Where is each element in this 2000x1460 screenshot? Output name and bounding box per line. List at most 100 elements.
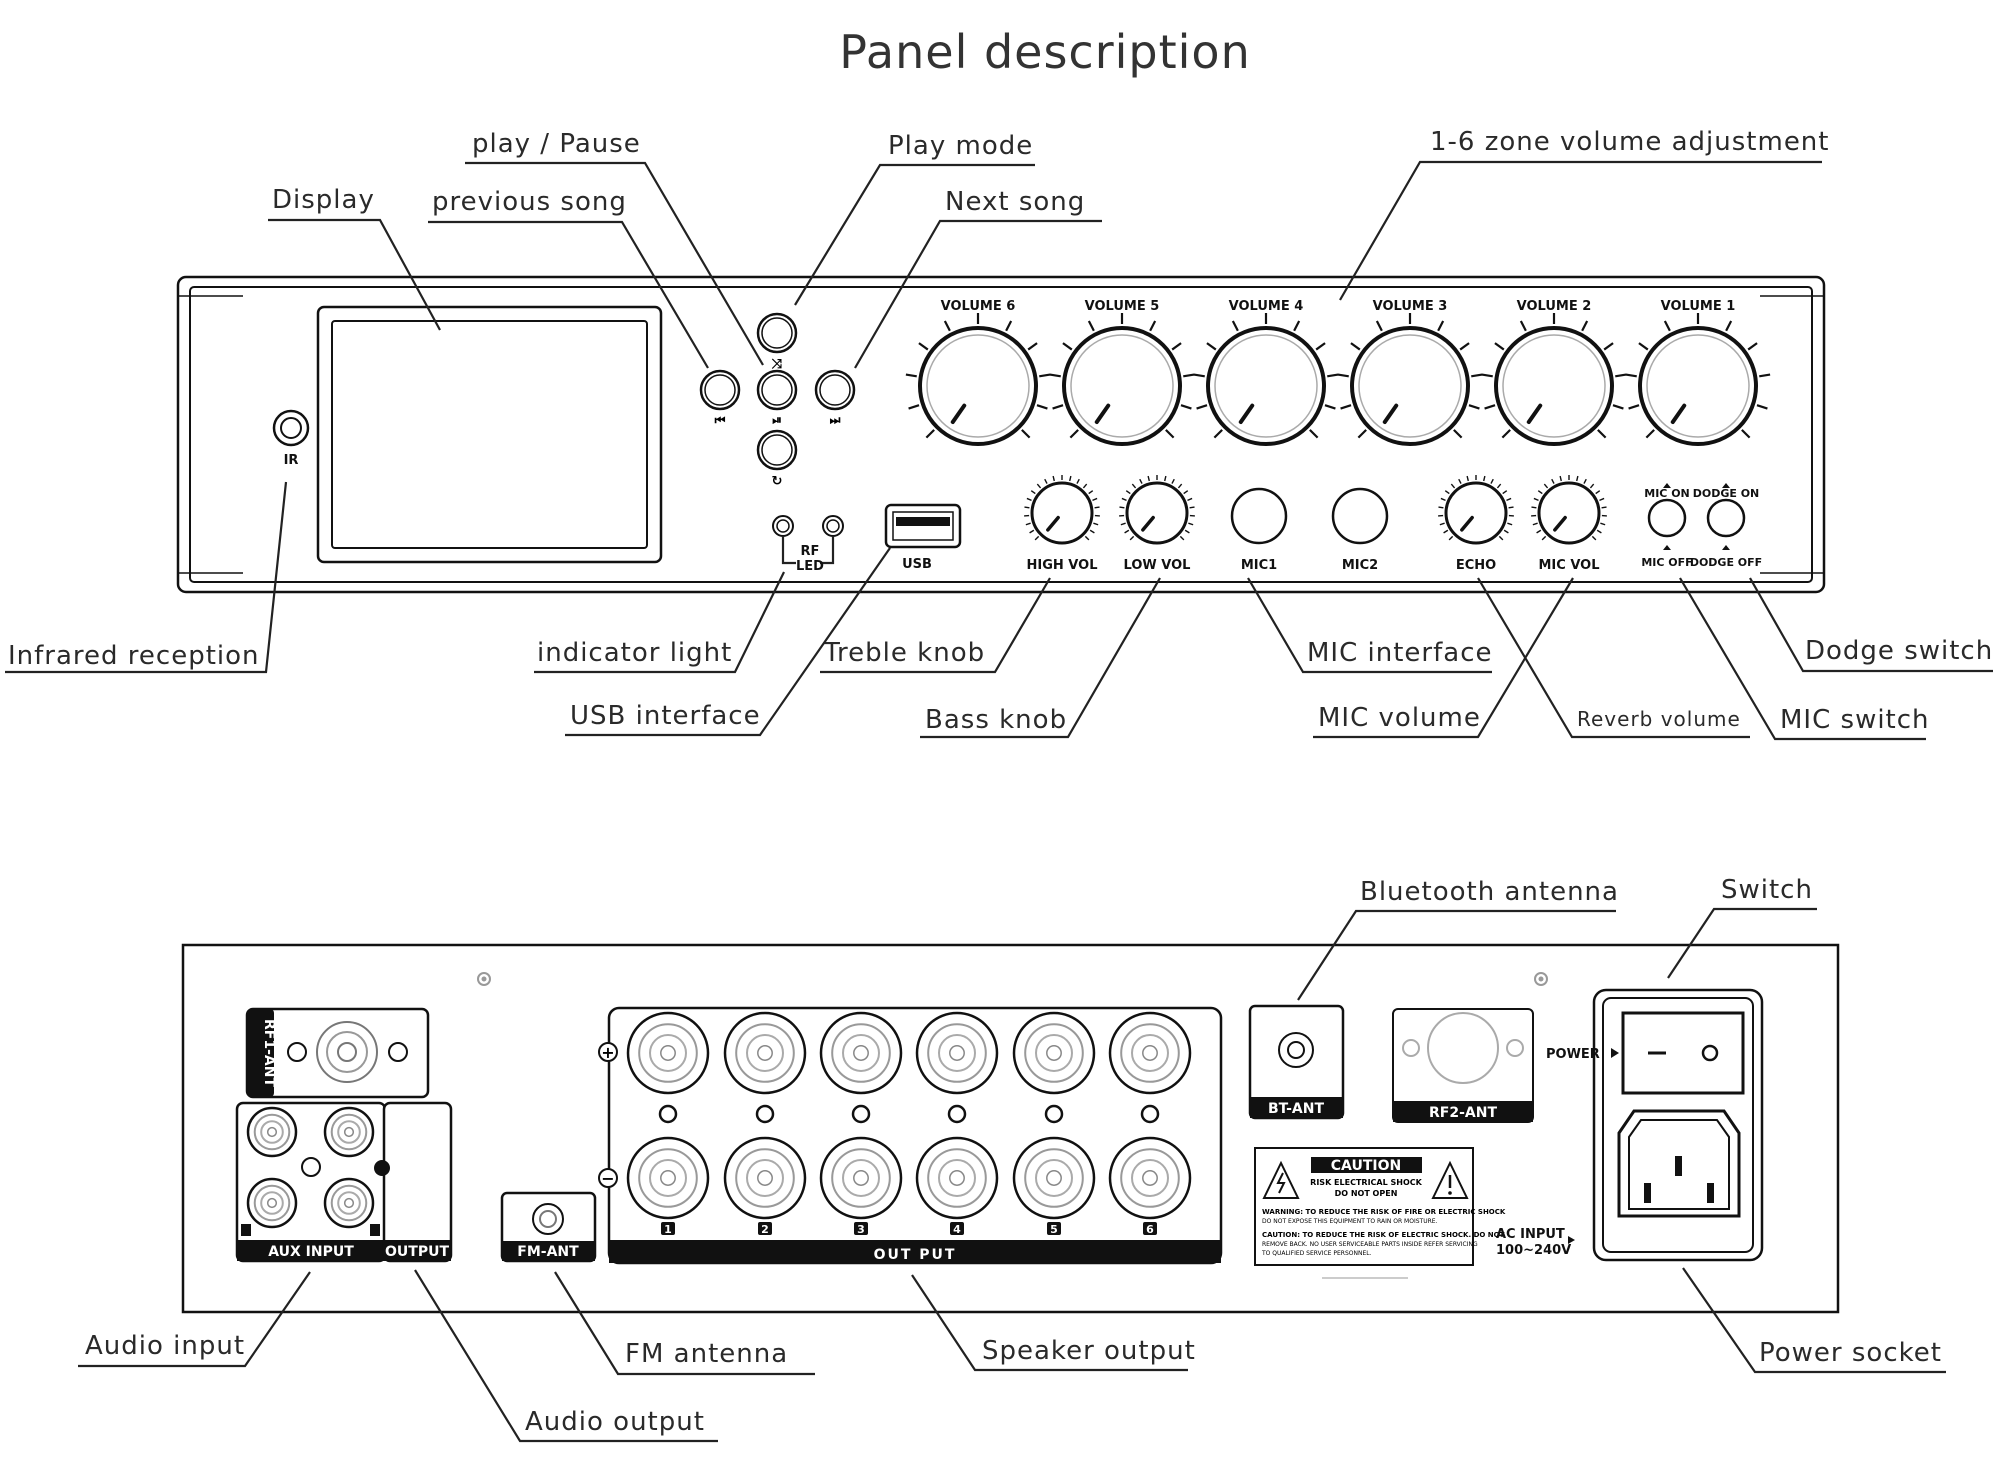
volume-knobs [905, 313, 1771, 446]
speaker-terminal-positive[interactable] [1012, 1011, 1096, 1095]
previous-song-button[interactable]: ⏮ [699, 369, 741, 427]
caution-text-1: CAUTION: TO REDUCE THE RISK OF ELECTRIC … [1262, 1231, 1505, 1239]
callout-reverb-volume: Reverb volume [1577, 707, 1741, 731]
channel-number: 4 [953, 1223, 961, 1236]
mic1-label: MIC1 [1241, 558, 1277, 573]
bass-knob[interactable] [1119, 475, 1195, 545]
mic-switch[interactable]: MIC ON MIC OFF [1641, 483, 1693, 569]
power-switch[interactable]: POWER [1546, 1011, 1745, 1095]
mic1-jack[interactable]: MIC1 [1230, 487, 1288, 573]
power-socket[interactable] [1617, 1109, 1741, 1218]
callout-indicator-light: indicator light [537, 638, 732, 668]
bt-ant-label: BT-ANT [1268, 1101, 1325, 1117]
speaker-terminal-positive[interactable] [626, 1011, 710, 1095]
volume-4-label: VOLUME 4 [1229, 299, 1304, 314]
dodge-off-label: DODGE OFF [1690, 556, 1762, 569]
mic-on-label: MIC ON [1644, 487, 1690, 500]
callout-infrared-reception: Infrared reception [8, 641, 260, 671]
audio-output-ports[interactable]: OUTPUT [374, 1101, 453, 1263]
caution-label: CAUTION RISK ELECTRICAL SHOCK DO NOT OPE… [1254, 1147, 1506, 1279]
speaker-terminal-positive[interactable] [1108, 1011, 1192, 1095]
aux-input-jack[interactable] [246, 1177, 298, 1229]
aux-input-jack[interactable] [246, 1106, 298, 1158]
usb-port[interactable]: USB [884, 503, 962, 572]
rf-label: RF [801, 544, 820, 559]
caution-text-2: REMOVE BACK. NO USER SERVICEABLE PARTS I… [1262, 1241, 1478, 1248]
volume-1-label: VOLUME 1 [1661, 299, 1736, 314]
speaker-terminal-negative[interactable] [1108, 1136, 1192, 1220]
mic-volume-knob[interactable] [1531, 475, 1607, 545]
fm-antenna-port[interactable]: FM-ANT [500, 1191, 597, 1263]
callout-zone-volume: 1-6 zone volume adjustment [1430, 127, 1829, 157]
caution-line-1: RISK ELECTRICAL SHOCK [1310, 1178, 1422, 1187]
echo-knob[interactable] [1438, 475, 1514, 545]
warning-text-2: DO NOT EXPOSE THIS EQUIPMENT TO RAIN OR … [1262, 1218, 1438, 1225]
volume-6-label: VOLUME 6 [941, 299, 1016, 314]
next-song-button[interactable]: ⏭ [814, 369, 856, 427]
repeat-mode-button[interactable]: ↻ [756, 429, 798, 489]
callout-mic-switch: MIC switch [1780, 705, 1930, 735]
dodge-switch[interactable]: DODGE ON DODGE OFF [1690, 483, 1762, 569]
display-screen [316, 305, 663, 564]
callout-fm-antenna: FM antenna [625, 1339, 788, 1369]
dodge-on-label: DODGE ON [1693, 487, 1760, 500]
callout-audio-output: Audio output [525, 1407, 705, 1437]
callout-display: Display [272, 185, 375, 215]
mic2-label: MIC2 [1342, 558, 1378, 573]
aux-input-jack[interactable] [323, 1106, 375, 1158]
play-pause-icon: ⏯ [772, 413, 782, 427]
channel-badge [1047, 1222, 1061, 1235]
positive-terminal-icon: + [601, 1043, 614, 1062]
page-title: Panel description [839, 25, 1250, 79]
led-label: LED [796, 559, 824, 574]
play-pause-button[interactable]: ⏯ [756, 369, 798, 427]
mic2-jack[interactable]: MIC2 [1331, 487, 1389, 573]
speaker-terminal-negative[interactable] [1012, 1136, 1096, 1220]
front-callouts: play / Pause Play mode 1-6 zone volume a… [5, 127, 1993, 741]
speaker-terminal-negative[interactable] [723, 1136, 807, 1220]
volume-knob-6[interactable] [905, 313, 1051, 446]
speaker-terminal-positive[interactable] [915, 1011, 999, 1095]
rf1-antenna-port[interactable]: RF1-ANT [245, 1007, 430, 1099]
speaker-terminal-negative[interactable] [915, 1136, 999, 1220]
speaker-terminal-positive[interactable] [819, 1011, 903, 1095]
ac-input-label: AC INPUT [1496, 1227, 1565, 1242]
treble-knob[interactable] [1024, 475, 1100, 545]
volume-knob-1[interactable] [1625, 313, 1771, 446]
channel-badge [661, 1222, 675, 1235]
terminal-screw [1140, 1104, 1160, 1124]
volume-knob-4[interactable] [1193, 313, 1339, 446]
shuffle-mode-button[interactable]: ⤨ [756, 312, 798, 372]
volume-knob-3[interactable] [1337, 313, 1483, 446]
channel-number: 3 [857, 1223, 865, 1236]
callout-play-mode: Play mode [888, 131, 1033, 161]
shuffle-icon: ⤨ [772, 357, 783, 372]
rf1-ant-label: RF1-ANT [261, 1019, 277, 1087]
terminal-screw [1044, 1104, 1064, 1124]
volume-knob-2[interactable] [1481, 313, 1627, 446]
mic-off-label: MIC OFF [1641, 556, 1692, 569]
channel-badge [854, 1222, 868, 1235]
volume-5-label: VOLUME 5 [1085, 299, 1160, 314]
channel-number: 6 [1146, 1223, 1154, 1236]
bluetooth-antenna-port[interactable]: BT-ANT [1248, 1004, 1345, 1120]
rf2-antenna-port[interactable]: RF2-ANT [1392, 1008, 1534, 1123]
volume-knob-5[interactable] [1049, 313, 1195, 446]
callout-previous-song: previous song [432, 187, 627, 217]
high-vol-label: HIGH VOL [1027, 558, 1098, 573]
fm-ant-label: FM-ANT [517, 1244, 579, 1260]
terminal-screw [947, 1104, 967, 1124]
terminal-screw [851, 1104, 871, 1124]
terminal-screw [658, 1104, 678, 1124]
channel-number: 5 [1050, 1223, 1058, 1236]
speaker-terminal-positive[interactable] [723, 1011, 807, 1095]
aux-input-jack[interactable] [323, 1177, 375, 1229]
aux-input-label: AUX INPUT [268, 1244, 354, 1260]
speaker-terminal-negative[interactable] [819, 1136, 903, 1220]
power-label: POWER [1546, 1047, 1600, 1062]
callout-power-socket: Power socket [1759, 1338, 1942, 1368]
speaker-terminal-negative[interactable] [626, 1136, 710, 1220]
callout-dodge-switch: Dodge switch [1805, 636, 1993, 666]
